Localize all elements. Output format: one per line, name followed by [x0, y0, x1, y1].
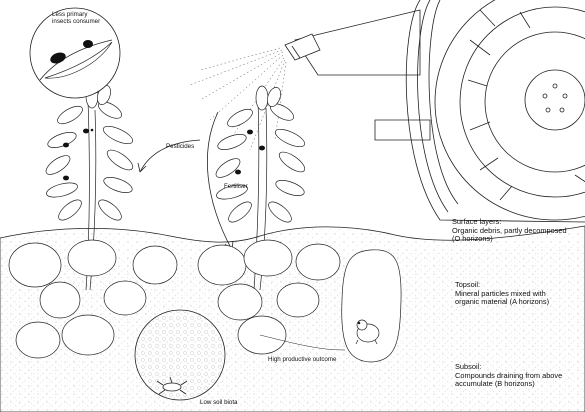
topsoil-line2: organic material (A horizons) — [455, 298, 549, 307]
subsoil-label: Subsoil: Compounds draining from above a… — [455, 363, 562, 389]
high-outcome-label: High productive outcome — [268, 356, 336, 363]
soil-biota-magnifier — [135, 310, 225, 400]
surface-layer-line2: (O horizons) — [452, 235, 567, 244]
insects-label: Less primary insects consumer — [52, 11, 100, 25]
fertiliser-arrow — [207, 112, 232, 250]
low-biota-label: Low soil biota — [200, 399, 238, 406]
spray-nozzle-icon — [285, 34, 320, 60]
surface-layer-label: Surface layers: Organic debris, partly d… — [452, 218, 567, 244]
fertiliser-label: Fertiliser — [224, 183, 248, 190]
topsoil-label: Topsoil: Mineral particles mixed with or… — [455, 281, 549, 307]
burrow — [342, 250, 401, 362]
pesticides-label: Pesticides — [166, 143, 194, 150]
tractor-wheel-icon — [406, 0, 585, 222]
insects-label-line1: Less primary — [52, 11, 100, 18]
subsoil-line2: accumulate (B horizons) — [455, 380, 562, 389]
insects-label-line2: insects consumer — [52, 18, 100, 25]
tractor-body — [295, 10, 430, 140]
